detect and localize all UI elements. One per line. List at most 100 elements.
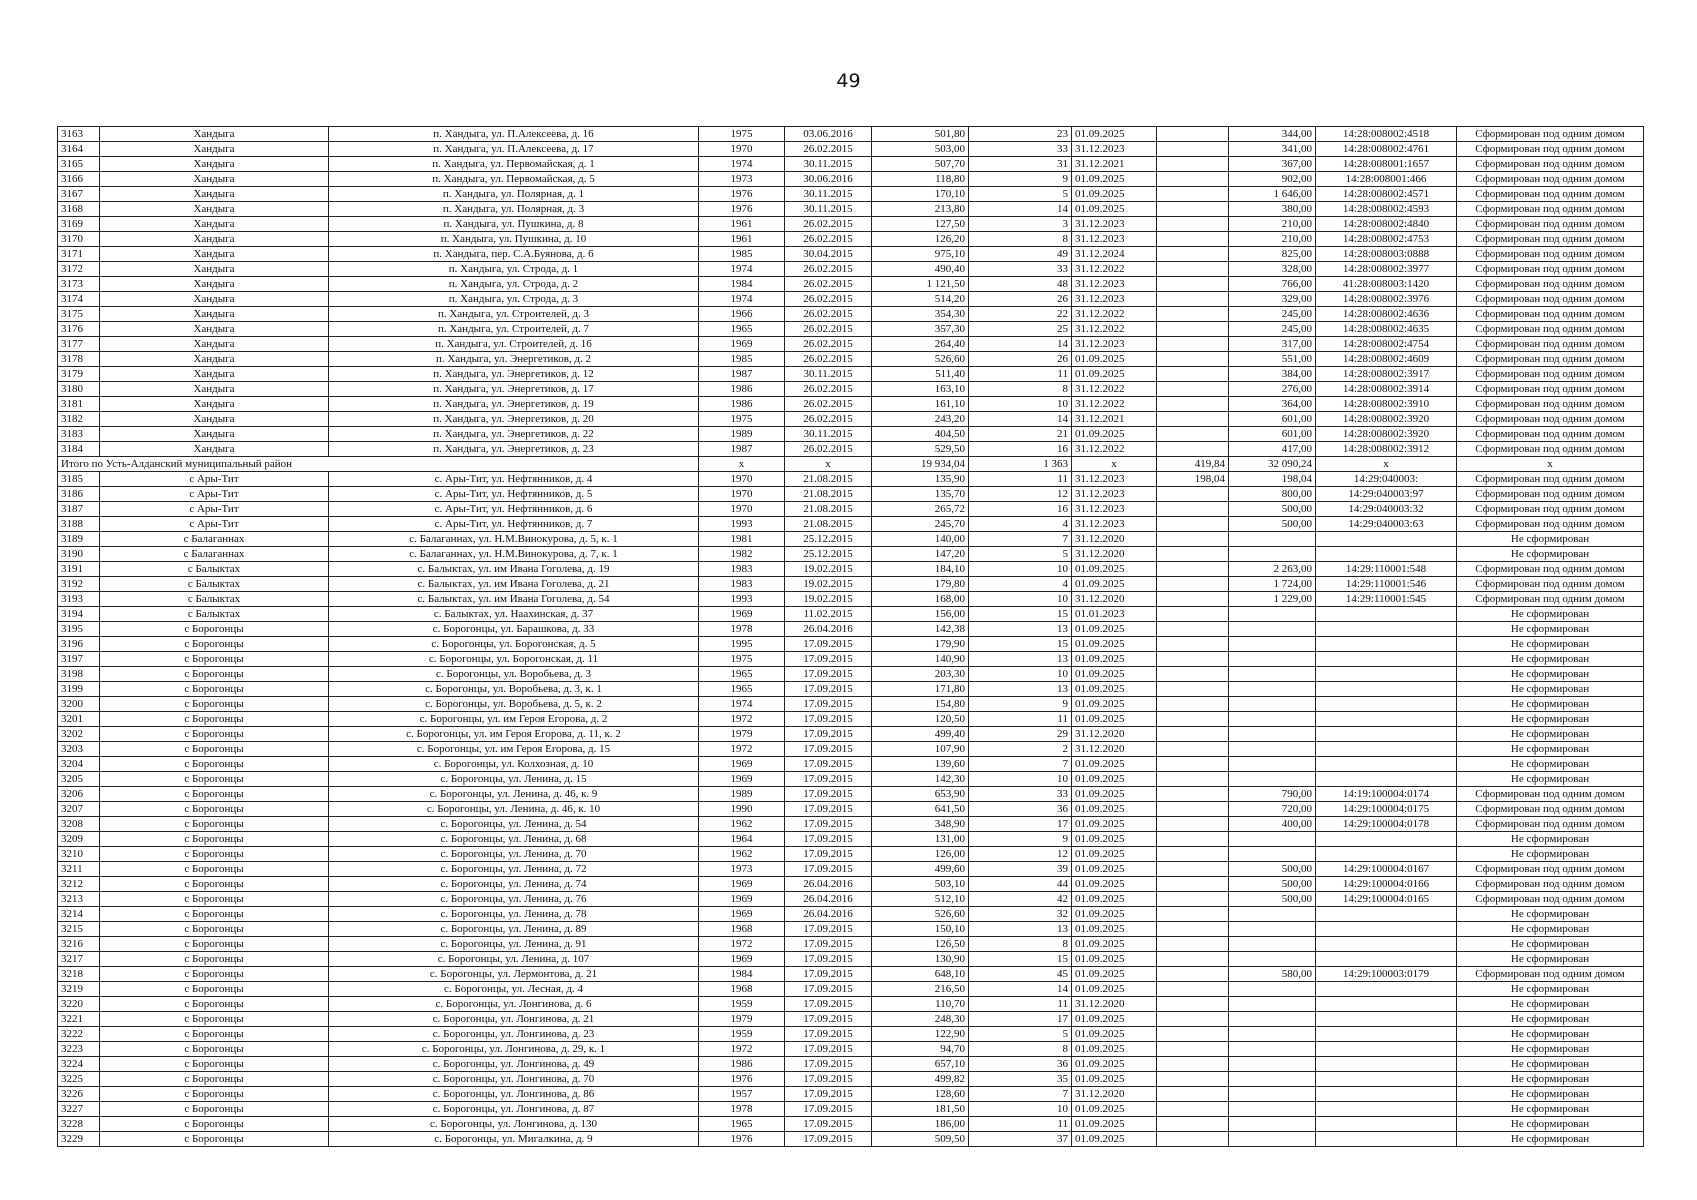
cell-residents: 49	[968, 246, 1072, 262]
cell-land-area: 328,00	[1228, 261, 1316, 277]
cell-area: 179,90	[871, 636, 969, 652]
cell-cadastral-number	[1315, 1026, 1457, 1042]
cell-address: с. Борогонцы, ул. Лонгинова, д. 23	[328, 1026, 699, 1042]
cell-settlement: Хандыга	[99, 306, 329, 322]
cell-year-built: 1975	[698, 411, 785, 427]
cell-address: с. Борогонцы, ул. Воробьева, д. 3	[328, 666, 699, 682]
cell-address: с. Борогонцы, ул. Лонгинова, д. 29, к. 1	[328, 1041, 699, 1057]
cell-cadastral-number: 14:28:008002:4754	[1315, 336, 1457, 352]
cell-area: 501,80	[871, 126, 969, 142]
cell-settlement: Хандыга	[99, 186, 329, 202]
cell-address: с. Борогонцы, ул. Лонгинова, д. 86	[328, 1086, 699, 1102]
cell-cadastral-number: 14:28:008002:4753	[1315, 231, 1457, 247]
cell-land-area: 790,00	[1228, 786, 1316, 802]
cell-settlement: Хандыга	[99, 321, 329, 337]
cell-address: с. Борогонцы, ул. Ленина, д. 107	[328, 951, 699, 967]
cell-land-status: Сформирован под одним домом	[1456, 861, 1644, 877]
cell-land-area: 344,00	[1228, 126, 1316, 142]
cell-year-built: 1965	[698, 1116, 785, 1132]
cell-cadastral-number: 14:29:100004:0175	[1315, 801, 1457, 817]
cell-extra-amount	[1156, 921, 1229, 937]
cell-deadline: 31.12.2022	[1071, 441, 1157, 457]
cell-area: 216,50	[871, 981, 969, 997]
cell-year-built: 1993	[698, 591, 785, 607]
cell-address: с. Борогонцы, ул. Борогонская, д. 11	[328, 651, 699, 667]
cell-address: с. Ары-Тит, ул. Нефтянников, д. 7	[328, 516, 699, 532]
page-number: 49	[836, 70, 861, 92]
cell-survey-date: 17.09.2015	[784, 681, 872, 697]
cell-residents: 44	[968, 876, 1072, 892]
cell-row-number: 3227	[57, 1101, 100, 1117]
cell-area: 140,90	[871, 651, 969, 667]
cell-land-status: Сформирован под одним домом	[1456, 441, 1644, 457]
cell-settlement: с Борогонцы	[99, 1056, 329, 1072]
cell-cadastral-number: 14:28:008002:4571	[1315, 186, 1457, 202]
cell-area: 248,30	[871, 1011, 969, 1027]
cell-land-status: Сформирован под одним домом	[1456, 156, 1644, 172]
cell-land-area: 367,00	[1228, 156, 1316, 172]
cell-area: 503,00	[871, 141, 969, 157]
cell-cadastral-number: 14:29:100004:0165	[1315, 891, 1457, 907]
cell-land-area	[1228, 996, 1316, 1012]
total-cell-deadline: x	[1071, 456, 1157, 472]
cell-extra-amount	[1156, 936, 1229, 952]
cell-settlement: с Борогонцы	[99, 636, 329, 652]
cell-cadastral-number: 14:29:040003:63	[1315, 516, 1457, 532]
cell-deadline: 01.09.2025	[1071, 981, 1157, 997]
cell-land-area: 601,00	[1228, 426, 1316, 442]
cell-address: п. Хандыга, ул. Энергетиков, д. 22	[328, 426, 699, 442]
cell-settlement: с Борогонцы	[99, 876, 329, 892]
cell-land-status: Сформирован под одним домом	[1456, 471, 1644, 487]
cell-deadline: 31.12.2020	[1071, 591, 1157, 607]
cell-land-status: Не сформирован	[1456, 936, 1644, 952]
cell-area: 135,70	[871, 486, 969, 502]
cell-land-area: 210,00	[1228, 216, 1316, 232]
cell-land-area: 825,00	[1228, 246, 1316, 262]
cell-area: 203,30	[871, 666, 969, 682]
cell-cadastral-number	[1315, 1101, 1457, 1117]
cell-extra-amount	[1156, 696, 1229, 712]
cell-row-number: 3229	[57, 1131, 100, 1147]
cell-settlement: с Балаганнах	[99, 546, 329, 562]
cell-extra-amount	[1156, 981, 1229, 997]
cell-cadastral-number: 14:29:110001:548	[1315, 561, 1457, 577]
cell-deadline: 01.09.2025	[1071, 351, 1157, 367]
cell-survey-date: 26.02.2015	[784, 336, 872, 352]
cell-land-status: Не сформирован	[1456, 636, 1644, 652]
cell-row-number: 3197	[57, 651, 100, 667]
cell-extra-amount	[1156, 606, 1229, 622]
cell-land-area	[1228, 636, 1316, 652]
cell-land-area: 245,00	[1228, 306, 1316, 322]
cell-deadline: 31.12.2021	[1071, 156, 1157, 172]
cell-cadastral-number	[1315, 996, 1457, 1012]
cell-area: 126,50	[871, 936, 969, 952]
cell-settlement: с Борогонцы	[99, 801, 329, 817]
cell-address: с. Балаганнах, ул. Н.М.Винокурова, д. 5,…	[328, 531, 699, 547]
cell-row-number: 3213	[57, 891, 100, 907]
cell-address: с. Борогонцы, ул. Лонгинова, д. 6	[328, 996, 699, 1012]
cell-survey-date: 21.08.2015	[784, 486, 872, 502]
cell-row-number: 3214	[57, 906, 100, 922]
cell-settlement: Хандыга	[99, 126, 329, 142]
cell-extra-amount	[1156, 741, 1229, 757]
cell-residents: 31	[968, 156, 1072, 172]
cell-residents: 16	[968, 501, 1072, 517]
cell-residents: 13	[968, 681, 1072, 697]
cell-settlement: Хандыга	[99, 336, 329, 352]
cell-land-status: Сформирован под одним домом	[1456, 381, 1644, 397]
cell-deadline: 31.12.2021	[1071, 411, 1157, 427]
cell-residents: 2	[968, 741, 1072, 757]
cell-row-number: 3189	[57, 531, 100, 547]
cell-year-built: 1985	[698, 246, 785, 262]
cell-year-built: 1986	[698, 396, 785, 412]
cell-row-number: 3225	[57, 1071, 100, 1087]
cell-area: 507,70	[871, 156, 969, 172]
cell-area: 514,20	[871, 291, 969, 307]
